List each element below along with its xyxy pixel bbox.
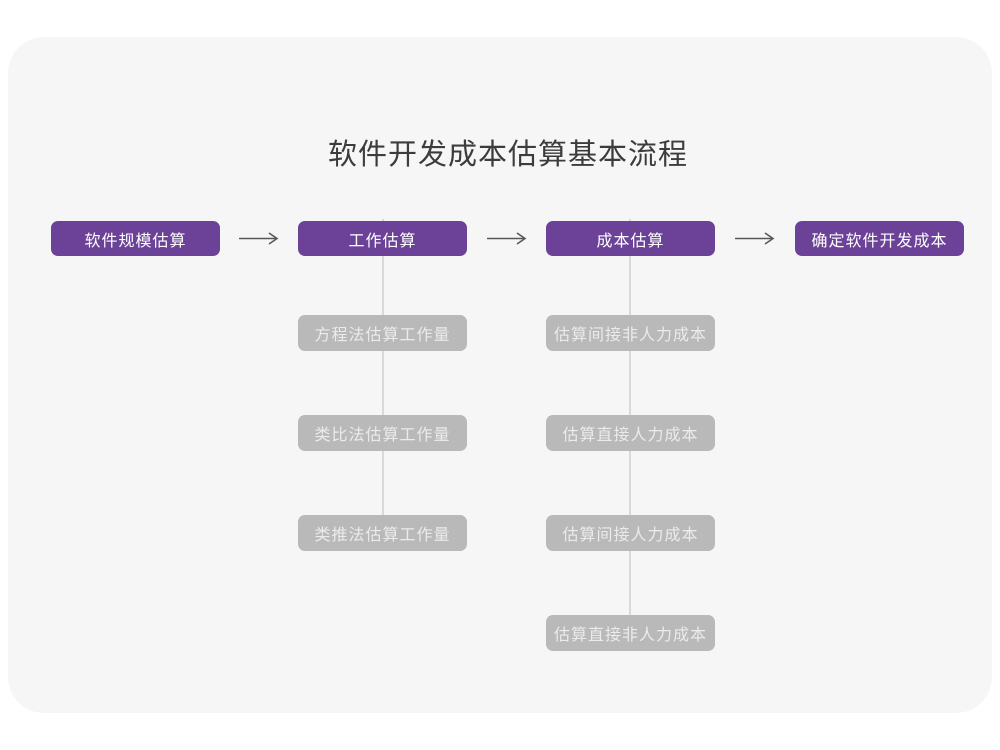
substep-direct-labor-cost: 估算直接人力成本 (546, 415, 715, 451)
substep-label: 类推法估算工作量 (314, 527, 451, 544)
stage-label: 成本估算 (596, 232, 665, 250)
stage-effort-estimation: 工作估算 (298, 221, 467, 256)
stage-label: 确定软件开发成本 (811, 232, 948, 250)
substep-indirect-labor-cost: 估算间接人力成本 (546, 515, 715, 551)
stage-software-size-estimation: 软件规模估算 (51, 221, 220, 256)
substep-label: 估算间接人力成本 (562, 527, 699, 544)
substep-label: 估算直接人力成本 (562, 427, 699, 444)
connector-line-effort-column (382, 219, 384, 533)
right-arrow-icon (733, 231, 777, 246)
substep-label: 估算间接非人力成本 (553, 327, 707, 344)
substep-indirect-non-labor-cost: 估算间接非人力成本 (546, 315, 715, 351)
stage-label: 工作估算 (348, 232, 417, 250)
substep-label: 方程法估算工作量 (314, 327, 451, 344)
stage-final-cost-determination: 确定软件开发成本 (795, 221, 964, 256)
substep-direct-non-labor-cost: 估算直接非人力成本 (546, 615, 715, 651)
substep-equation-method-effort: 方程法估算工作量 (298, 315, 467, 351)
substep-extrapolation-method-effort: 类推法估算工作量 (298, 515, 467, 551)
stage-label: 软件规模估算 (84, 232, 187, 250)
right-arrow-icon (485, 231, 529, 246)
substep-analogy-method-effort: 类比法估算工作量 (298, 415, 467, 451)
stage-cost-estimation: 成本估算 (546, 221, 715, 256)
substep-label: 类比法估算工作量 (314, 427, 451, 444)
diagram-card: 软件开发成本估算基本流程 软件规模估算 工作估算 成本估算 确定软件开发成本 (8, 37, 992, 713)
page-title: 软件开发成本估算基本流程 (327, 139, 688, 171)
right-arrow-icon (237, 231, 281, 246)
substep-label: 估算直接非人力成本 (553, 627, 707, 644)
